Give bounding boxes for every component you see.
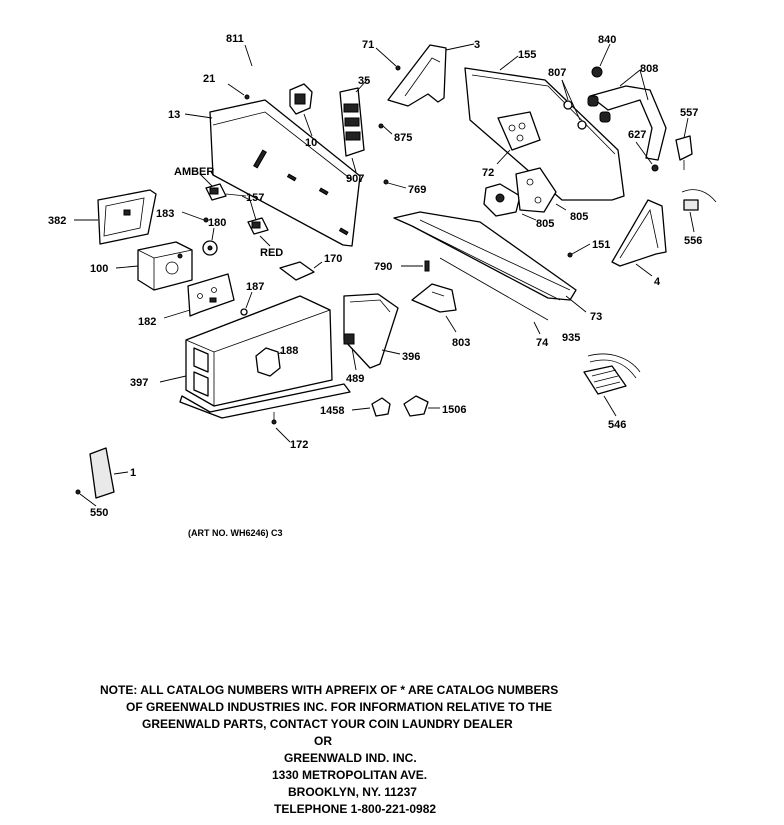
label-187: 187	[246, 281, 264, 293]
label-805b: 805	[570, 211, 588, 223]
part-1506-clip	[403, 395, 440, 417]
label-73: 73	[590, 311, 602, 323]
part-187-screw	[240, 291, 253, 316]
label-1458: 1458	[320, 405, 344, 417]
part-170-label	[279, 261, 323, 281]
label-10: 10	[305, 137, 317, 149]
part-811-hose	[237, 44, 286, 84]
label-3: 3	[474, 39, 480, 51]
label-1506: 1506	[442, 404, 466, 416]
part-73-trough	[393, 211, 587, 313]
label-397: 397	[130, 377, 148, 389]
part-396-bracket	[343, 293, 401, 369]
label-188: 188	[280, 345, 298, 357]
label-180: 180	[208, 217, 226, 229]
note-line-4: OR	[314, 734, 332, 748]
part-550-screw	[75, 489, 97, 507]
label-13: 13	[168, 109, 180, 121]
label-182: 182	[138, 316, 156, 328]
label-74: 74	[536, 337, 549, 349]
part-397-housing	[159, 295, 351, 419]
part-180-knob	[202, 227, 218, 256]
label-71: 71	[362, 39, 374, 51]
part-13-control-panel	[184, 99, 361, 247]
label-803: 803	[452, 337, 470, 349]
label-557: 557	[680, 107, 698, 119]
label-805a: 805	[536, 218, 554, 230]
part-875-screw	[378, 123, 393, 135]
note-line-2: OF GREENWALD INDUSTRIES INC. FOR INFORMA…	[126, 700, 552, 714]
part-155-back-panel	[464, 55, 625, 201]
label-546: 546	[608, 419, 626, 431]
part-100-timer	[115, 241, 193, 291]
part-182-plate	[163, 273, 235, 319]
part-557-sensor	[635, 117, 693, 172]
part-157-lights	[199, 173, 271, 247]
note-line-8: TELEPHONE 1-800-221-0982	[274, 802, 436, 816]
label-627: 627	[628, 129, 646, 141]
part-803-cover	[411, 283, 457, 333]
part-4-side-bracket	[611, 199, 667, 277]
art-number: (ART NO. WH6246) C3	[188, 528, 283, 538]
part-35-timer-block	[339, 79, 368, 173]
label-489: 489	[346, 373, 364, 385]
label-811: 811	[226, 33, 244, 45]
label-907: 907	[346, 173, 364, 185]
note-line-7: BROOKLYN, NY. 11237	[288, 785, 417, 799]
label-875: 875	[394, 132, 412, 144]
label-935: 935	[562, 332, 580, 344]
part-489-clip	[343, 333, 357, 371]
label-840: 840	[598, 34, 616, 46]
label-807: 807	[548, 67, 566, 79]
part-808-valves	[561, 43, 667, 161]
label-396: 396	[402, 351, 420, 363]
part-769-screw	[383, 179, 407, 189]
part-382-frame	[74, 189, 157, 245]
part-805-motors	[483, 167, 567, 221]
part-21-screw	[227, 83, 250, 100]
label-183: 183	[156, 208, 174, 220]
label-21: 21	[203, 73, 215, 85]
label-red: RED	[260, 247, 283, 259]
label-155: 155	[518, 49, 536, 61]
label-808: 808	[640, 63, 658, 75]
part-labels: 811 21 10 13 35 71 3 155 807 840 808 557…	[48, 33, 702, 519]
part-74-rail	[439, 257, 549, 335]
label-769: 769	[408, 184, 426, 196]
label-35: 35	[358, 75, 370, 87]
part-790-screw	[401, 260, 430, 272]
label-170: 170	[324, 253, 342, 265]
part-1-card	[89, 447, 129, 499]
label-151: 151	[592, 239, 610, 251]
part-172-screw	[271, 412, 291, 443]
part-3-bracket	[375, 43, 475, 107]
label-382: 382	[48, 215, 66, 227]
label-4: 4	[654, 276, 661, 288]
note-line-1: NOTE: ALL CATALOG NUMBERS WITH APREFIX O…	[100, 683, 558, 697]
label-1: 1	[130, 467, 136, 479]
part-10-switch	[289, 83, 313, 137]
part-546-connector	[583, 353, 641, 417]
note-line-3: GREENWALD PARTS, CONTACT YOUR COIN LAUND…	[142, 717, 513, 731]
label-amber: AMBER	[174, 166, 214, 178]
label-556: 556	[684, 235, 702, 247]
label-172: 172	[290, 439, 308, 451]
label-157: 157	[246, 192, 264, 204]
note-line-5: GREENWALD IND. INC.	[284, 751, 417, 765]
catalog-note: NOTE: ALL CATALOG NUMBERS WITH APREFIX O…	[100, 683, 558, 816]
label-100: 100	[90, 263, 108, 275]
part-556-wire-harness	[681, 189, 717, 233]
label-790: 790	[374, 261, 392, 273]
part-151-screw	[567, 243, 591, 258]
note-line-6: 1330 METROPOLITAN AVE.	[272, 768, 427, 782]
label-550: 550	[90, 507, 108, 519]
label-72: 72	[482, 167, 494, 179]
part-183-screw	[181, 211, 209, 223]
part-1458-clip	[351, 397, 391, 417]
